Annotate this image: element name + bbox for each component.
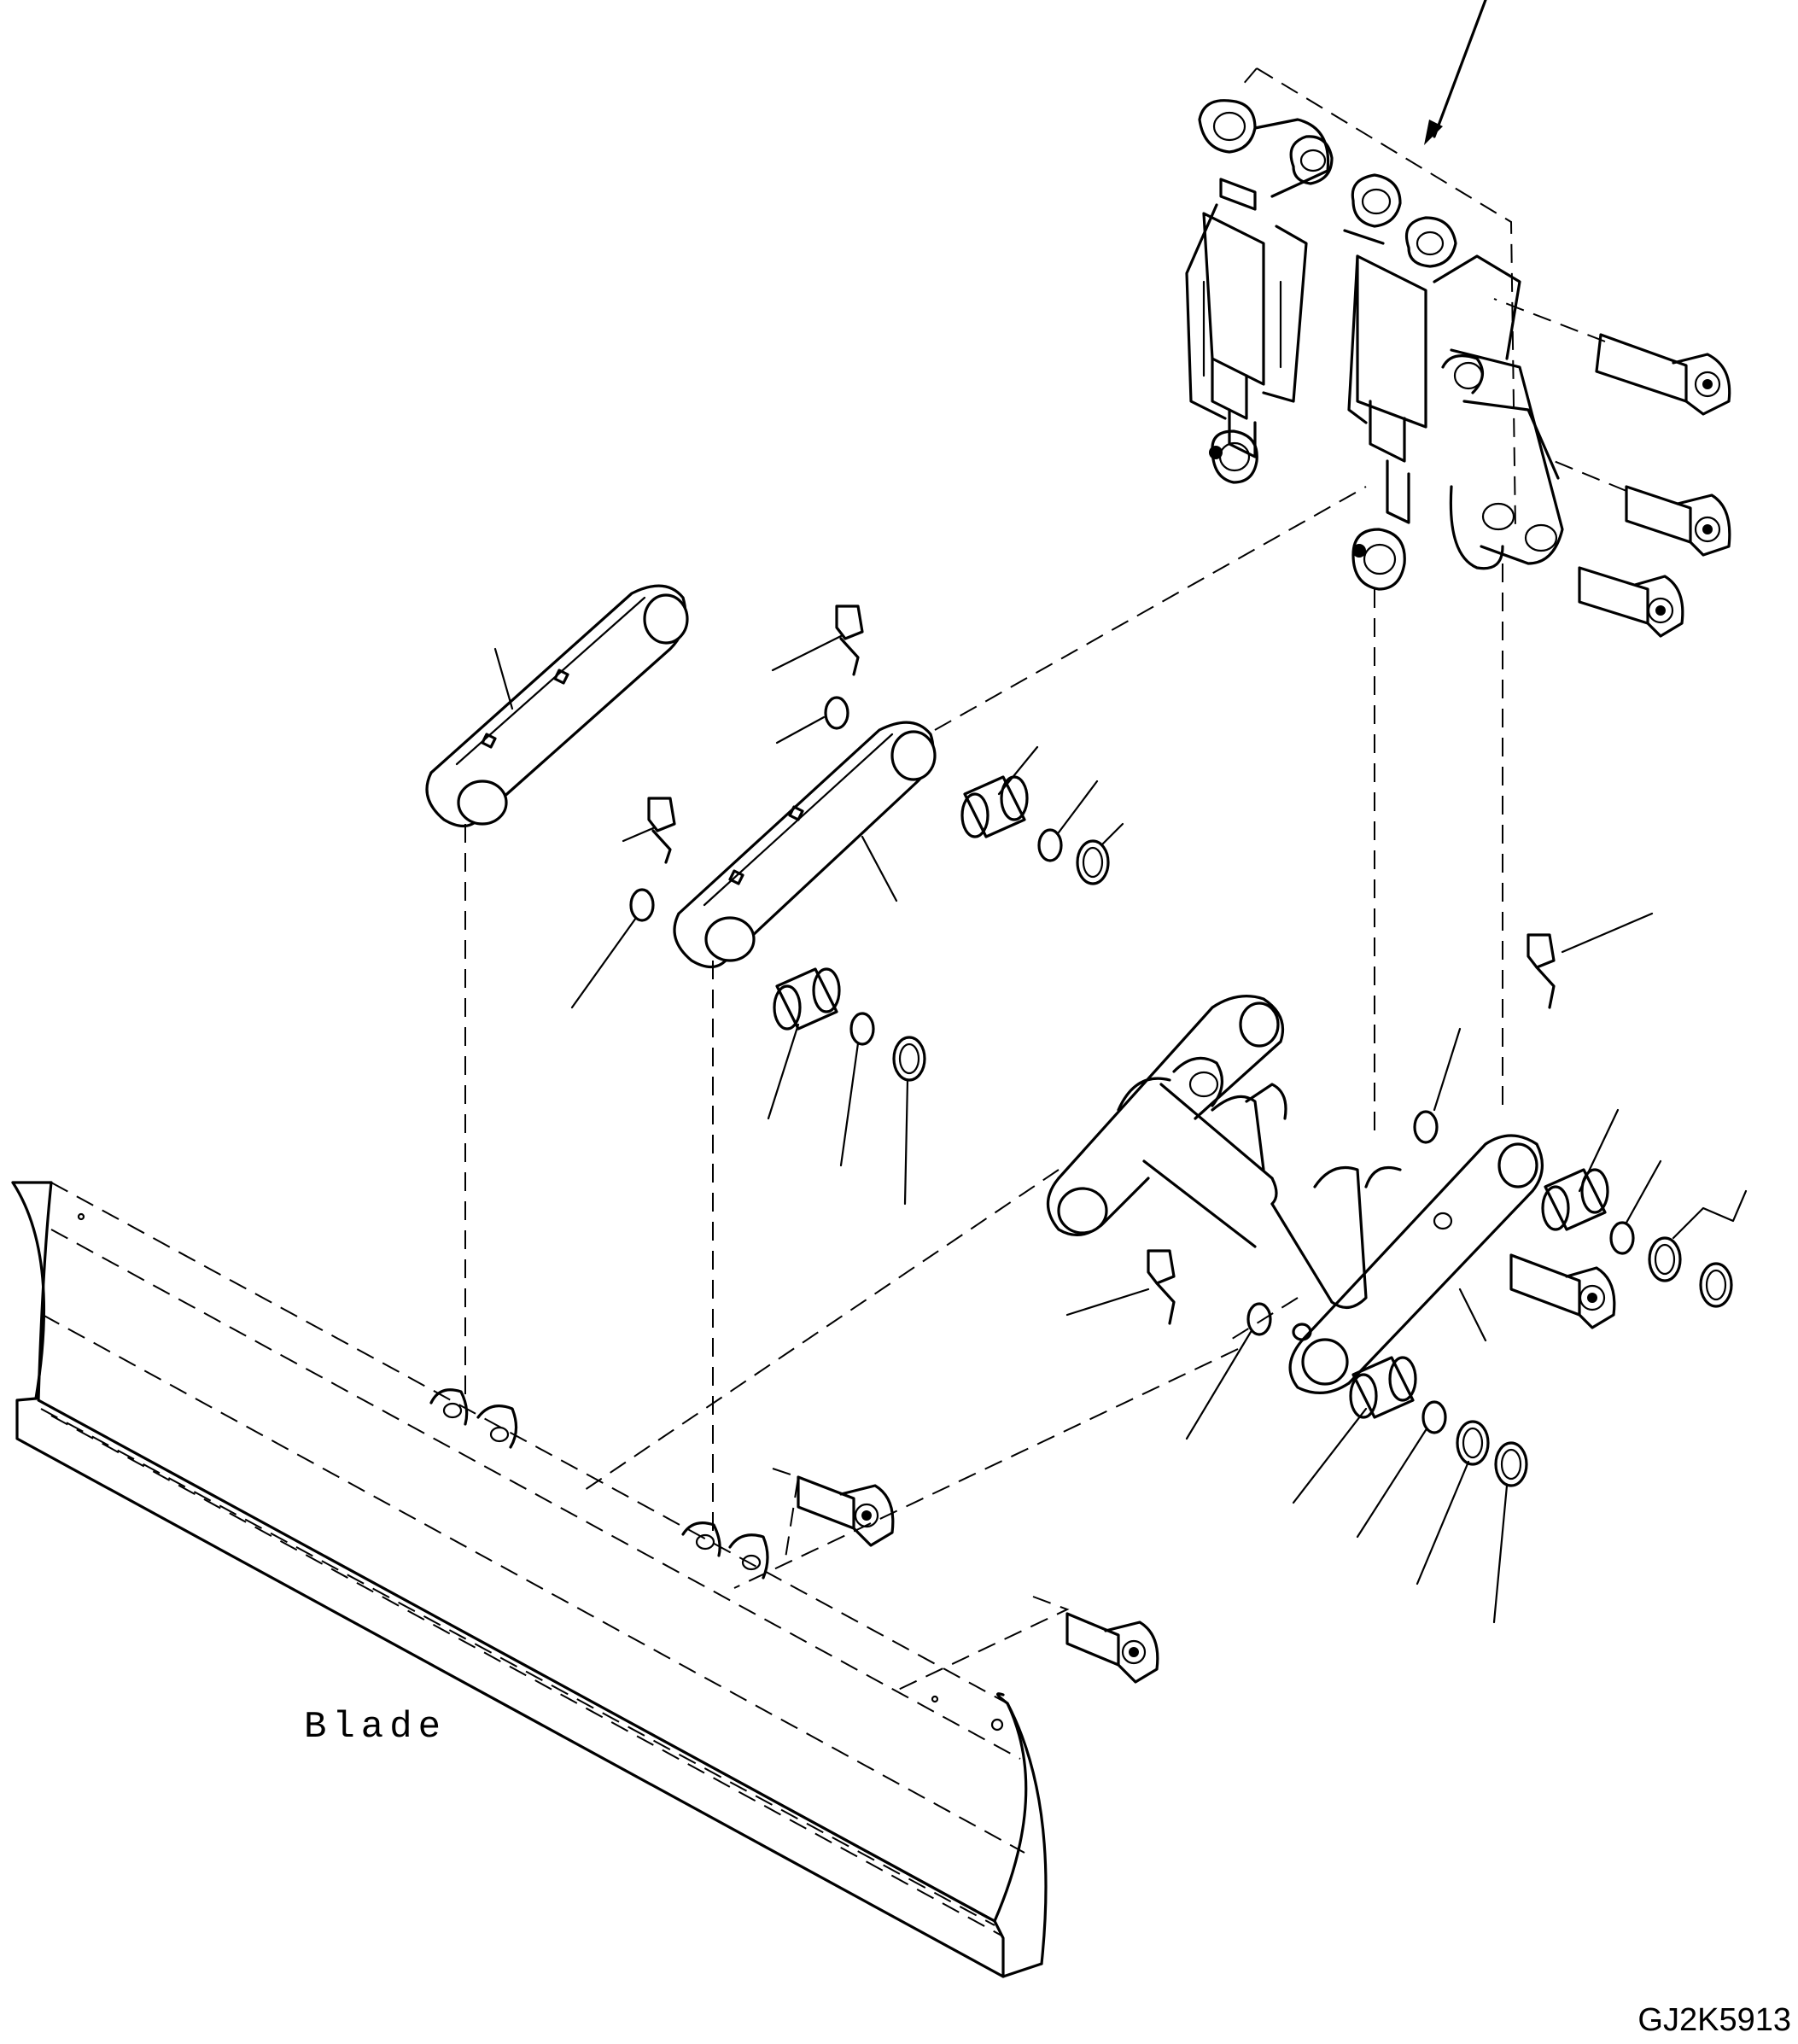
o-ring-set — [570, 696, 1748, 1624]
blade — [11, 1181, 1048, 1978]
grease-fitting-right — [1527, 912, 1654, 1009]
lower-link-frame — [1047, 995, 1544, 1395]
upper-link-center — [673, 721, 937, 969]
assembly-lines — [464, 486, 1503, 1589]
upper-link-left — [425, 584, 689, 828]
grease-fitting-mid — [622, 797, 676, 864]
grease-fitting-low — [1065, 1249, 1176, 1325]
bushings — [767, 745, 1620, 1504]
grease-fitting-top — [771, 604, 864, 676]
reference-arrow — [1424, 0, 1487, 145]
blade-label: Blade — [304, 1706, 447, 1749]
frame-assembly — [1185, 67, 1731, 638]
drawing-code: GJ2K5913 — [1637, 2002, 1791, 2038]
lower-pins — [772, 1253, 1616, 1691]
